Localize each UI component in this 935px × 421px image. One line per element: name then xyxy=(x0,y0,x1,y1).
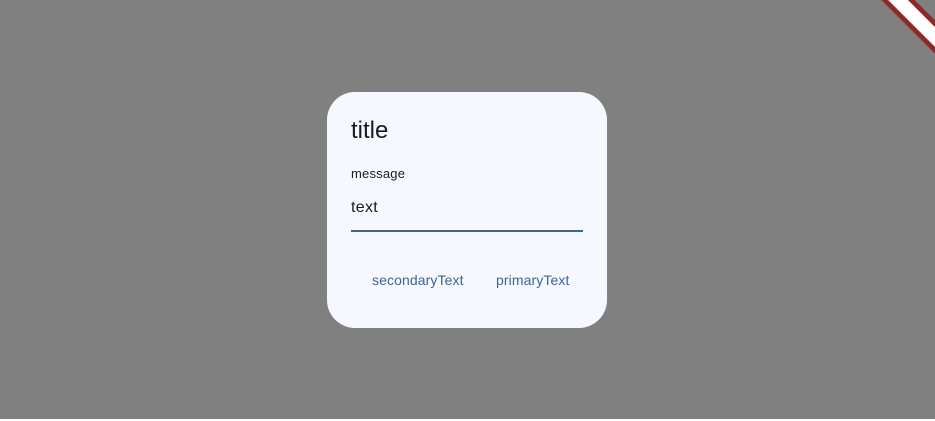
dialog-title: title xyxy=(351,117,389,144)
message-input-underline xyxy=(351,230,583,232)
primary-button[interactable]: primaryText xyxy=(484,262,581,298)
message-input[interactable]: text xyxy=(351,199,378,216)
debug-banner-stripe xyxy=(875,0,935,60)
message-field-label: message xyxy=(351,166,406,181)
input-dialog: title message text secondaryText primary… xyxy=(327,92,607,328)
secondary-button[interactable]: secondaryText xyxy=(360,262,476,298)
debug-banner xyxy=(875,0,935,60)
